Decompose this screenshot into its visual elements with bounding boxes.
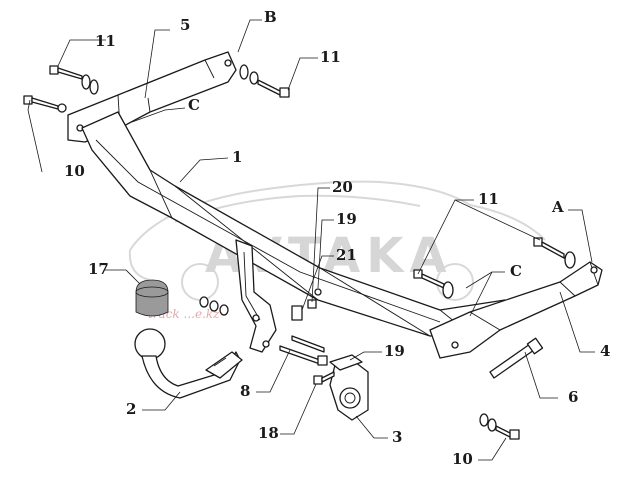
callout-11-right: 11 xyxy=(478,190,499,208)
callout-17: 17 xyxy=(88,260,109,278)
callout-10-bottom: 10 xyxy=(452,450,473,468)
callout-C-right: C xyxy=(510,262,522,280)
bolt-11-top-right xyxy=(239,64,290,98)
callout-11-top-right: 11 xyxy=(320,48,341,66)
callout-8: 8 xyxy=(240,382,250,400)
callout-18: 18 xyxy=(258,424,279,442)
callout-5: 5 xyxy=(180,16,190,34)
nut-20-21 xyxy=(291,288,322,321)
right-side-bracket-4 xyxy=(429,261,603,359)
leader-lines xyxy=(27,19,595,461)
bolt-18 xyxy=(313,371,335,385)
socket-plate-3 xyxy=(329,361,369,421)
callout-C-left: C xyxy=(188,96,200,114)
bolt-6 xyxy=(489,337,544,379)
callout-20: 20 xyxy=(332,178,353,196)
callout-19-top: 19 xyxy=(336,210,357,228)
bolt-11-top-left xyxy=(49,65,99,95)
bolt-10-bottom-right xyxy=(479,413,520,440)
callout-19-bottom: 19 xyxy=(384,342,405,360)
callout-4: 4 xyxy=(600,342,610,360)
callout-3: 3 xyxy=(392,428,402,446)
tow-ball-mount-plate xyxy=(235,239,277,353)
ball-cap-17 xyxy=(135,279,169,317)
callout-21: 21 xyxy=(336,246,357,264)
bracket-plate-19 xyxy=(329,354,363,371)
bolt-10-left xyxy=(23,95,67,113)
callout-1: 1 xyxy=(232,148,242,166)
bolt-11-far-right xyxy=(533,237,576,269)
callout-B: B xyxy=(264,8,277,26)
callout-10-left: 10 xyxy=(64,162,85,180)
tow-ball-neck-2 xyxy=(134,328,243,399)
callout-A: A xyxy=(551,198,564,216)
callout-2: 2 xyxy=(126,400,136,418)
callout-6: 6 xyxy=(568,388,578,406)
callout-11-top-left: 11 xyxy=(95,32,116,50)
